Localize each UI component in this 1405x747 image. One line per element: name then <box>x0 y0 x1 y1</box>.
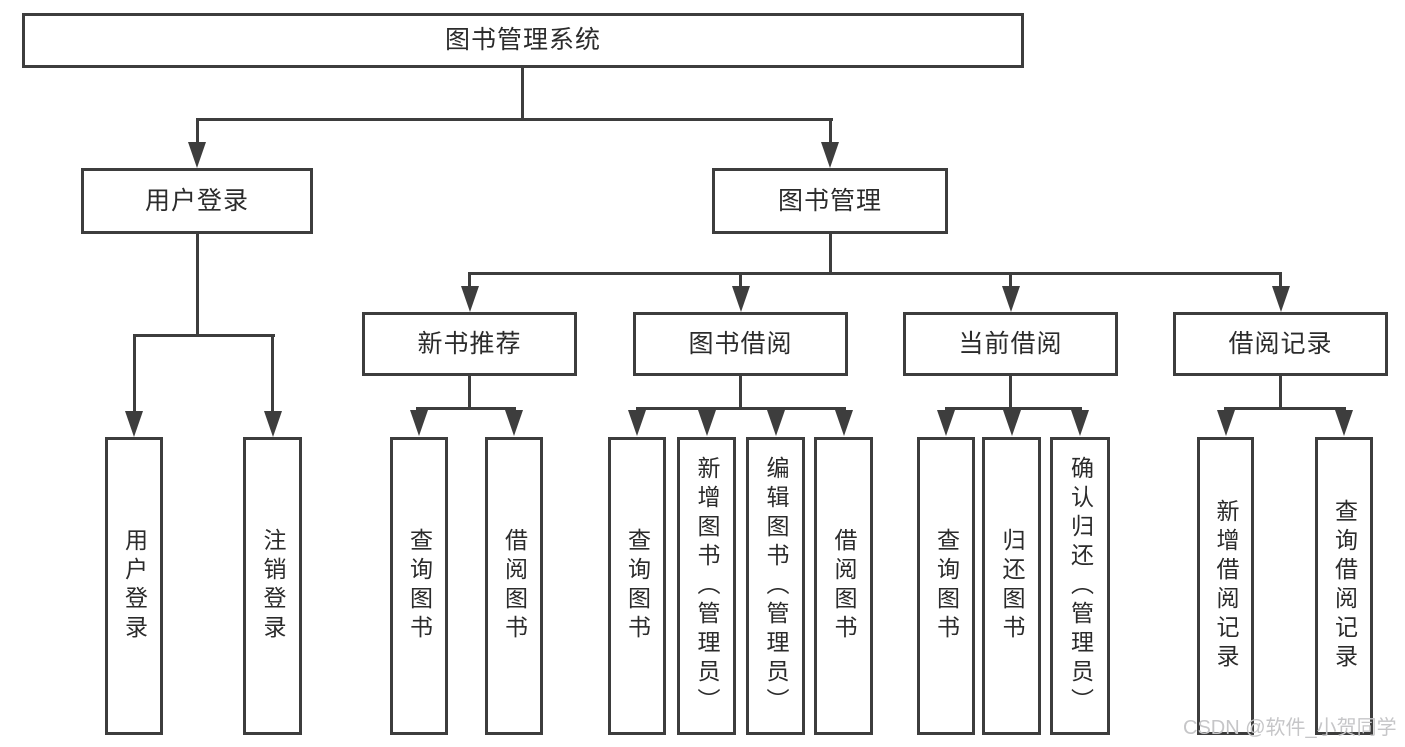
arrowhead-book-management <box>821 142 839 168</box>
leaf-label: 注销登录 <box>260 528 286 644</box>
arrowhead-borrow-books-recommend <box>505 410 523 436</box>
arrowhead-add-books-admin <box>697 410 716 436</box>
node-root: 图书管理系统 <box>22 13 1024 68</box>
leaf-label: 查询图书 <box>406 528 433 644</box>
arrowhead-edit-books-admin <box>766 410 785 436</box>
leaf-query-borrow-record: 查询借阅记录 <box>1315 437 1373 735</box>
leaf-label: 查询图书 <box>624 528 651 644</box>
leaf-query-books-recommend: 查询图书 <box>390 437 448 735</box>
leaf-label: 借阅图书 <box>501 528 528 644</box>
connector-drop-recommendation <box>468 274 471 287</box>
leaf-label: 新增借阅记录 <box>1213 499 1239 673</box>
connector-bookborrow-stem <box>739 376 742 410</box>
node-label: 图书借阅 <box>688 329 793 358</box>
arrowhead-user-login <box>188 142 206 168</box>
leaf-label: 查询图书 <box>933 528 960 644</box>
connector-userlogin-rail <box>132 334 275 337</box>
connector-currentborrow-stem <box>1009 376 1012 410</box>
leaf-label: 确认归还（管理员） <box>1067 455 1094 717</box>
node-current-borrowing: 当前借阅 <box>903 312 1118 376</box>
connector-recommend-stem <box>468 376 471 410</box>
connector-borrowrecords-stem <box>1279 376 1282 410</box>
connector-bookmgmt-stem <box>828 234 832 275</box>
leaf-return-books: 归还图书 <box>982 437 1041 735</box>
arrowhead-query-books-current <box>937 410 955 436</box>
arrowhead-query-books-recommend <box>410 410 428 436</box>
arrowhead-recommendation <box>460 286 479 312</box>
leaf-borrow-books-borrowing: 借阅图书 <box>814 437 873 735</box>
arrowhead-leaf-logout <box>263 411 282 437</box>
arrowhead-borrowing <box>731 286 750 312</box>
leaf-label: 编辑图书（管理员） <box>763 455 789 717</box>
connector-drop-current <box>1009 274 1012 287</box>
leaf-user-login: 用户登录 <box>105 437 163 735</box>
leaf-label: 借阅图书 <box>831 528 857 644</box>
node-new-book-recommendation: 新书推荐 <box>362 312 577 376</box>
leaf-borrow-books-recommend: 借阅图书 <box>485 437 543 735</box>
leaf-label: 归还图书 <box>999 528 1025 644</box>
connector-drop-book-management <box>828 120 832 144</box>
leaf-label: 新增图书（管理员） <box>694 455 720 717</box>
leaf-label: 用户登录 <box>121 528 148 644</box>
connector-userlogin-stem <box>195 234 199 337</box>
node-label: 图书管理 <box>777 186 882 215</box>
arrowhead-query-borrow-record <box>1335 410 1353 436</box>
leaf-query-books-current: 查询图书 <box>917 437 975 735</box>
connector-drop-borrowing <box>739 274 742 287</box>
connector-drop-records <box>1279 274 1282 287</box>
node-label: 图书管理系统 <box>444 26 601 54</box>
arrowhead-confirm-return-admin <box>1071 410 1089 436</box>
leaf-add-borrow-record: 新增借阅记录 <box>1197 437 1254 735</box>
leaf-logout: 注销登录 <box>243 437 302 735</box>
connector-root-stem <box>520 68 524 121</box>
connector-bookborrow-rail <box>635 407 846 410</box>
arrowhead-current <box>1001 286 1020 312</box>
connector-drop-leaf-user-login <box>132 336 136 412</box>
node-label: 新书推荐 <box>417 329 522 358</box>
node-label: 当前借阅 <box>958 329 1063 358</box>
arrowhead-borrow-books-borrowing <box>834 410 853 436</box>
watermark: CSDN @软件_小贺同学 <box>1183 717 1397 739</box>
connector-recommend-rail <box>416 407 516 410</box>
connector-root-rail <box>195 118 833 121</box>
arrowhead-leaf-user-login <box>125 411 143 437</box>
node-borrowing-records: 借阅记录 <box>1173 312 1388 376</box>
leaf-label: 查询借阅记录 <box>1331 499 1358 673</box>
node-book-management: 图书管理 <box>712 168 948 234</box>
leaf-confirm-return-admin: 确认归还（管理员） <box>1050 437 1110 735</box>
connector-currentborrow-rail <box>944 407 1082 410</box>
connector-drop-user-login <box>195 120 199 144</box>
node-user-login: 用户登录 <box>81 168 313 234</box>
node-book-borrowing: 图书借阅 <box>633 312 848 376</box>
node-label: 用户登录 <box>144 186 249 215</box>
connector-drop-leaf-logout <box>271 336 274 412</box>
leaf-add-books-admin: 新增图书（管理员） <box>677 437 736 735</box>
arrowhead-return-books <box>1002 410 1021 436</box>
arrowhead-query-books-borrowing <box>628 410 646 436</box>
leaf-query-books-borrowing: 查询图书 <box>608 437 666 735</box>
arrowhead-add-borrow-record <box>1216 410 1235 436</box>
arrowhead-records <box>1271 286 1290 312</box>
node-label: 借阅记录 <box>1228 329 1333 358</box>
connector-borrowrecords-rail <box>1224 407 1346 410</box>
connector-bookmgmt-rail <box>468 272 1282 275</box>
leaf-edit-books-admin: 编辑图书（管理员） <box>746 437 805 735</box>
